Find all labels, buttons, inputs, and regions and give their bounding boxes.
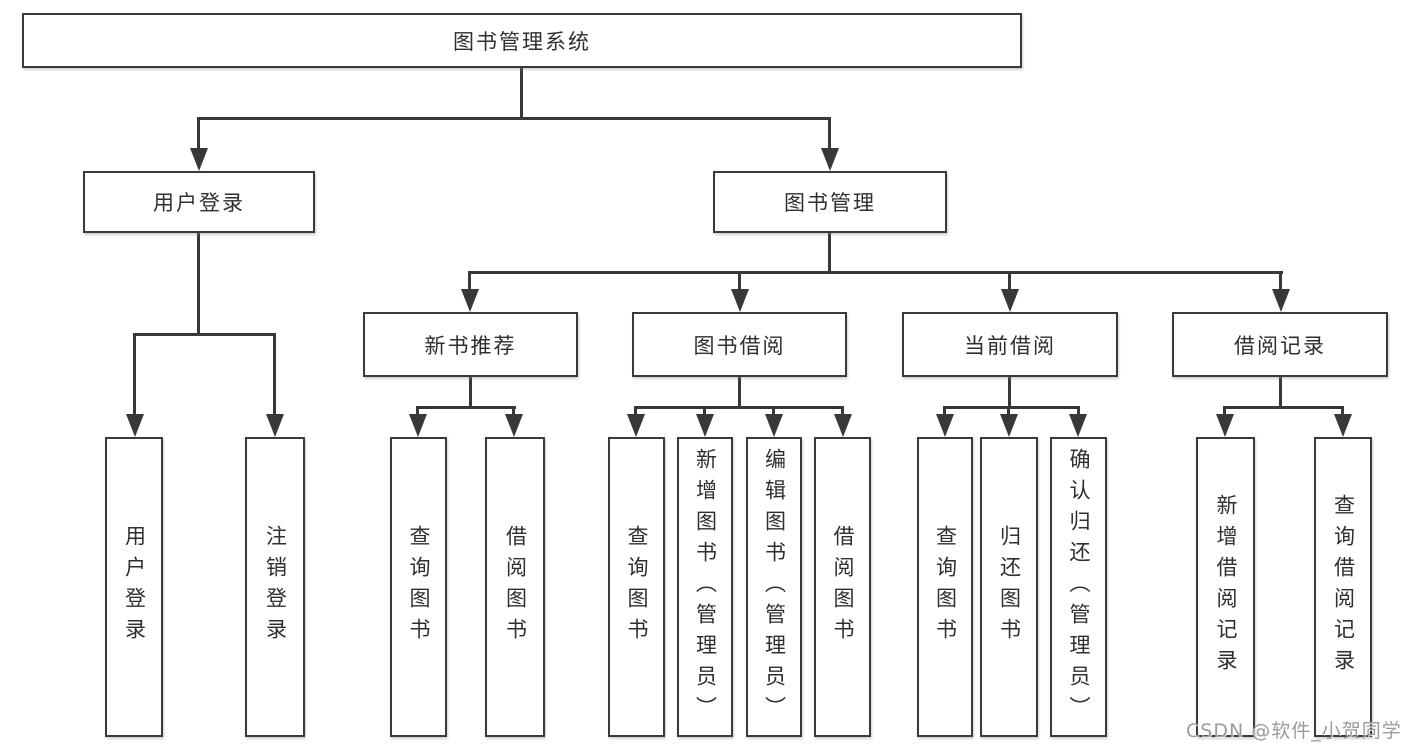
arrow-head (1001, 289, 1019, 312)
node-user-login-label: 用户登录 (153, 191, 245, 215)
connector-stub (1077, 406, 1080, 420)
connector-root-right-stub (828, 117, 831, 153)
leaf-current-confirm-return: 确认归还（管理员） (1050, 437, 1107, 737)
leaf-borrow-edit-book: 编辑图书（管理员） (746, 437, 802, 737)
node-new-book-recommend-label: 新书推荐 (424, 333, 517, 358)
leaf-borrow-add-book: 新增图书（管理员） (677, 437, 733, 737)
leaf-newbook-query-book: 查询图书 (390, 437, 447, 737)
connector-stub (738, 271, 741, 294)
connector-stub (133, 333, 136, 419)
arrow-head (126, 414, 144, 437)
arrow-head (1216, 414, 1234, 437)
arrow-head (696, 414, 714, 437)
leaf-records-query-record: 查询借阅记录 (1314, 437, 1372, 737)
connector-stub (416, 406, 419, 420)
connector-stub (1008, 271, 1011, 294)
connector-records-drop (1279, 375, 1282, 408)
arrow-head (409, 414, 427, 437)
arrow-head (1069, 414, 1087, 437)
arrow-head (765, 414, 783, 437)
arrow-head (627, 414, 645, 437)
leaf-newbook-borrow-book-label: 借阅图书 (503, 525, 528, 649)
node-current-borrow: 当前借阅 (902, 312, 1118, 377)
connector-stub (703, 406, 706, 420)
connector-stub (634, 406, 637, 420)
node-book-management: 图书管理 (713, 171, 947, 233)
node-book-borrow-label: 图书借阅 (693, 333, 786, 358)
node-current-borrow-label: 当前借阅 (964, 333, 1056, 358)
connector-userlogin-bar (134, 333, 276, 336)
connector-stub (273, 333, 276, 419)
leaf-borrow-query-book-label: 查询图书 (625, 525, 649, 649)
connector-borrow-bar (635, 406, 844, 409)
leaf-user-login-label: 用户登录 (122, 525, 147, 649)
connector-stub (1223, 406, 1226, 420)
leaf-logout-login-label: 注销登录 (263, 525, 288, 649)
connector-current-bar (944, 406, 1080, 409)
connector-stub (468, 271, 471, 294)
watermark: CSDN @软件_小贺同学 (1186, 720, 1402, 742)
leaf-current-confirm-return-label: 确认归还（管理员） (1067, 447, 1091, 727)
node-new-book-recommend: 新书推荐 (363, 312, 578, 377)
leaf-borrow-edit-book-label: 编辑图书（管理员） (762, 447, 787, 727)
arrow-head (461, 289, 479, 312)
arrow-head (936, 414, 954, 437)
leaf-records-add-record-label: 新增借阅记录 (1214, 494, 1238, 680)
leaf-current-query-book: 查询图书 (917, 437, 973, 737)
arrow-head (190, 148, 208, 171)
connector-userlogin-drop (197, 231, 200, 335)
connector-stub (1341, 406, 1344, 420)
connector-stub (772, 406, 775, 420)
connector-records-bar (1224, 406, 1344, 409)
node-root: 图书管理系统 (22, 13, 1022, 68)
node-user-login: 用户登录 (83, 171, 315, 233)
connector-stub (1007, 406, 1010, 420)
node-borrow-records-label: 借阅记录 (1234, 333, 1326, 358)
node-root-label: 图书管理系统 (453, 29, 591, 54)
arrow-head (266, 414, 284, 437)
connector-stub (943, 406, 946, 420)
connector-bookmgmt-bar (469, 271, 1283, 274)
leaf-current-return-book-label: 归还图书 (997, 525, 1022, 649)
arrow-head (821, 148, 839, 171)
leaf-borrow-query-book: 查询图书 (608, 437, 665, 737)
node-borrow-records: 借阅记录 (1172, 312, 1388, 377)
connector-root-bar (198, 117, 831, 120)
arrow-head (731, 289, 749, 312)
arrow-head (1334, 414, 1352, 437)
leaf-records-query-record-label: 查询借阅记录 (1331, 494, 1356, 680)
leaf-current-query-book-label: 查询图书 (933, 525, 958, 649)
connector-root-left-stub (197, 117, 200, 153)
arrow-head (1000, 414, 1018, 437)
leaf-current-return-book: 归还图书 (980, 437, 1038, 737)
arrow-head (834, 414, 852, 437)
connector-root-drop (520, 66, 523, 119)
connector-current-drop (1008, 375, 1011, 408)
leaf-borrow-add-book-label: 新增图书（管理员） (693, 447, 718, 727)
leaf-logout-login: 注销登录 (245, 437, 305, 737)
connector-bookmgmt-drop (828, 231, 831, 273)
arrow-head (1272, 289, 1290, 312)
node-book-borrow: 图书借阅 (632, 312, 847, 377)
leaf-borrow-borrow-book: 借阅图书 (814, 437, 871, 737)
connector-stub (512, 406, 515, 420)
leaf-borrow-borrow-book-label: 借阅图书 (831, 525, 855, 649)
leaf-user-login: 用户登录 (105, 437, 163, 737)
connector-stub (841, 406, 844, 420)
connector-stub (1279, 271, 1282, 294)
leaf-newbook-query-book-label: 查询图书 (407, 525, 431, 649)
connector-newbook-drop (469, 375, 472, 408)
connector-newbook-bar (417, 406, 516, 409)
connector-borrow-drop (738, 375, 741, 408)
arrow-head (505, 414, 523, 437)
leaf-records-add-record: 新增借阅记录 (1196, 437, 1255, 737)
node-book-management-label: 图书管理 (784, 191, 876, 215)
leaf-newbook-borrow-book: 借阅图书 (485, 437, 545, 737)
